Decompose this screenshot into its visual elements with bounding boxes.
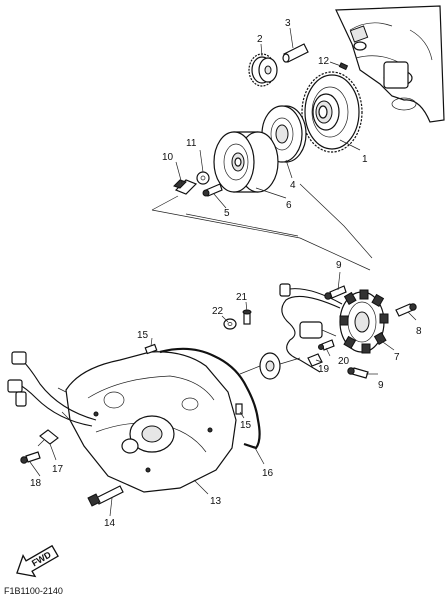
rotor-bolt bbox=[173, 179, 198, 195]
fwd-arrow: FWD bbox=[16, 544, 59, 578]
callout-4: 4 bbox=[290, 180, 296, 191]
crankcase-housing bbox=[335, 5, 445, 123]
callout-17: 17 bbox=[52, 464, 64, 475]
dowel-pin-15-lower bbox=[235, 403, 243, 415]
leader-lines-lower bbox=[29, 271, 417, 517]
callout-11: 11 bbox=[186, 138, 197, 149]
stator-bolt-8 bbox=[395, 303, 417, 317]
diagram-code: F1B1100-2140 bbox=[4, 586, 63, 596]
starter-wheel-gear bbox=[301, 71, 363, 153]
stator-bolt-9-lower bbox=[347, 367, 369, 379]
callout-9-upper: 9 bbox=[336, 260, 342, 271]
callout-8: 8 bbox=[416, 326, 422, 337]
washer-22 bbox=[223, 318, 237, 330]
stator-wire-harness bbox=[279, 283, 343, 373]
callout-19: 19 bbox=[318, 364, 330, 375]
callout-16: 16 bbox=[262, 468, 274, 479]
callout-6: 6 bbox=[286, 200, 292, 211]
cover-gasket bbox=[159, 347, 261, 450]
callout-9-lower: 9 bbox=[378, 380, 384, 391]
callout-labels: 1 2 3 4 5 6 7 8 9 9 10 11 12 13 14 15 15… bbox=[30, 18, 422, 529]
idle-gear-shaft bbox=[282, 43, 309, 63]
callout-5: 5 bbox=[224, 208, 230, 219]
callout-7: 7 bbox=[394, 352, 400, 363]
woodruff-key bbox=[338, 62, 349, 71]
stator-coil bbox=[339, 289, 389, 354]
assembly-bracket bbox=[151, 183, 373, 271]
pickup-coil-assembly bbox=[239, 352, 301, 380]
screw-20 bbox=[318, 339, 335, 351]
callout-10: 10 bbox=[162, 152, 174, 163]
callout-3: 3 bbox=[285, 18, 291, 29]
clutch-bolt bbox=[202, 183, 223, 197]
callout-14: 14 bbox=[104, 518, 116, 529]
stator-bolt-9-upper bbox=[324, 285, 347, 300]
rotor-flywheel bbox=[213, 131, 279, 193]
callout-21: 21 bbox=[236, 292, 248, 303]
rotor-washer bbox=[196, 171, 210, 185]
callout-22: 22 bbox=[212, 306, 224, 317]
leader-lines-upper bbox=[175, 27, 361, 209]
cover-wire-lead bbox=[7, 351, 97, 427]
generator-cover bbox=[57, 351, 237, 493]
callout-12: 12 bbox=[318, 56, 330, 67]
callout-18: 18 bbox=[30, 478, 42, 489]
callout-15-upper: 15 bbox=[137, 330, 149, 341]
starter-idle-gear bbox=[248, 53, 278, 87]
clamp-bolt bbox=[20, 451, 41, 464]
dowel-pin-15-upper bbox=[144, 343, 158, 355]
callout-13: 13 bbox=[210, 496, 222, 507]
callout-2: 2 bbox=[257, 34, 263, 45]
wire-clamp bbox=[37, 429, 59, 447]
bolt-21 bbox=[242, 309, 252, 325]
callout-15-lower: 15 bbox=[240, 420, 252, 431]
callout-20: 20 bbox=[338, 356, 350, 367]
callout-1: 1 bbox=[362, 154, 368, 165]
cover-bolt bbox=[87, 485, 124, 507]
